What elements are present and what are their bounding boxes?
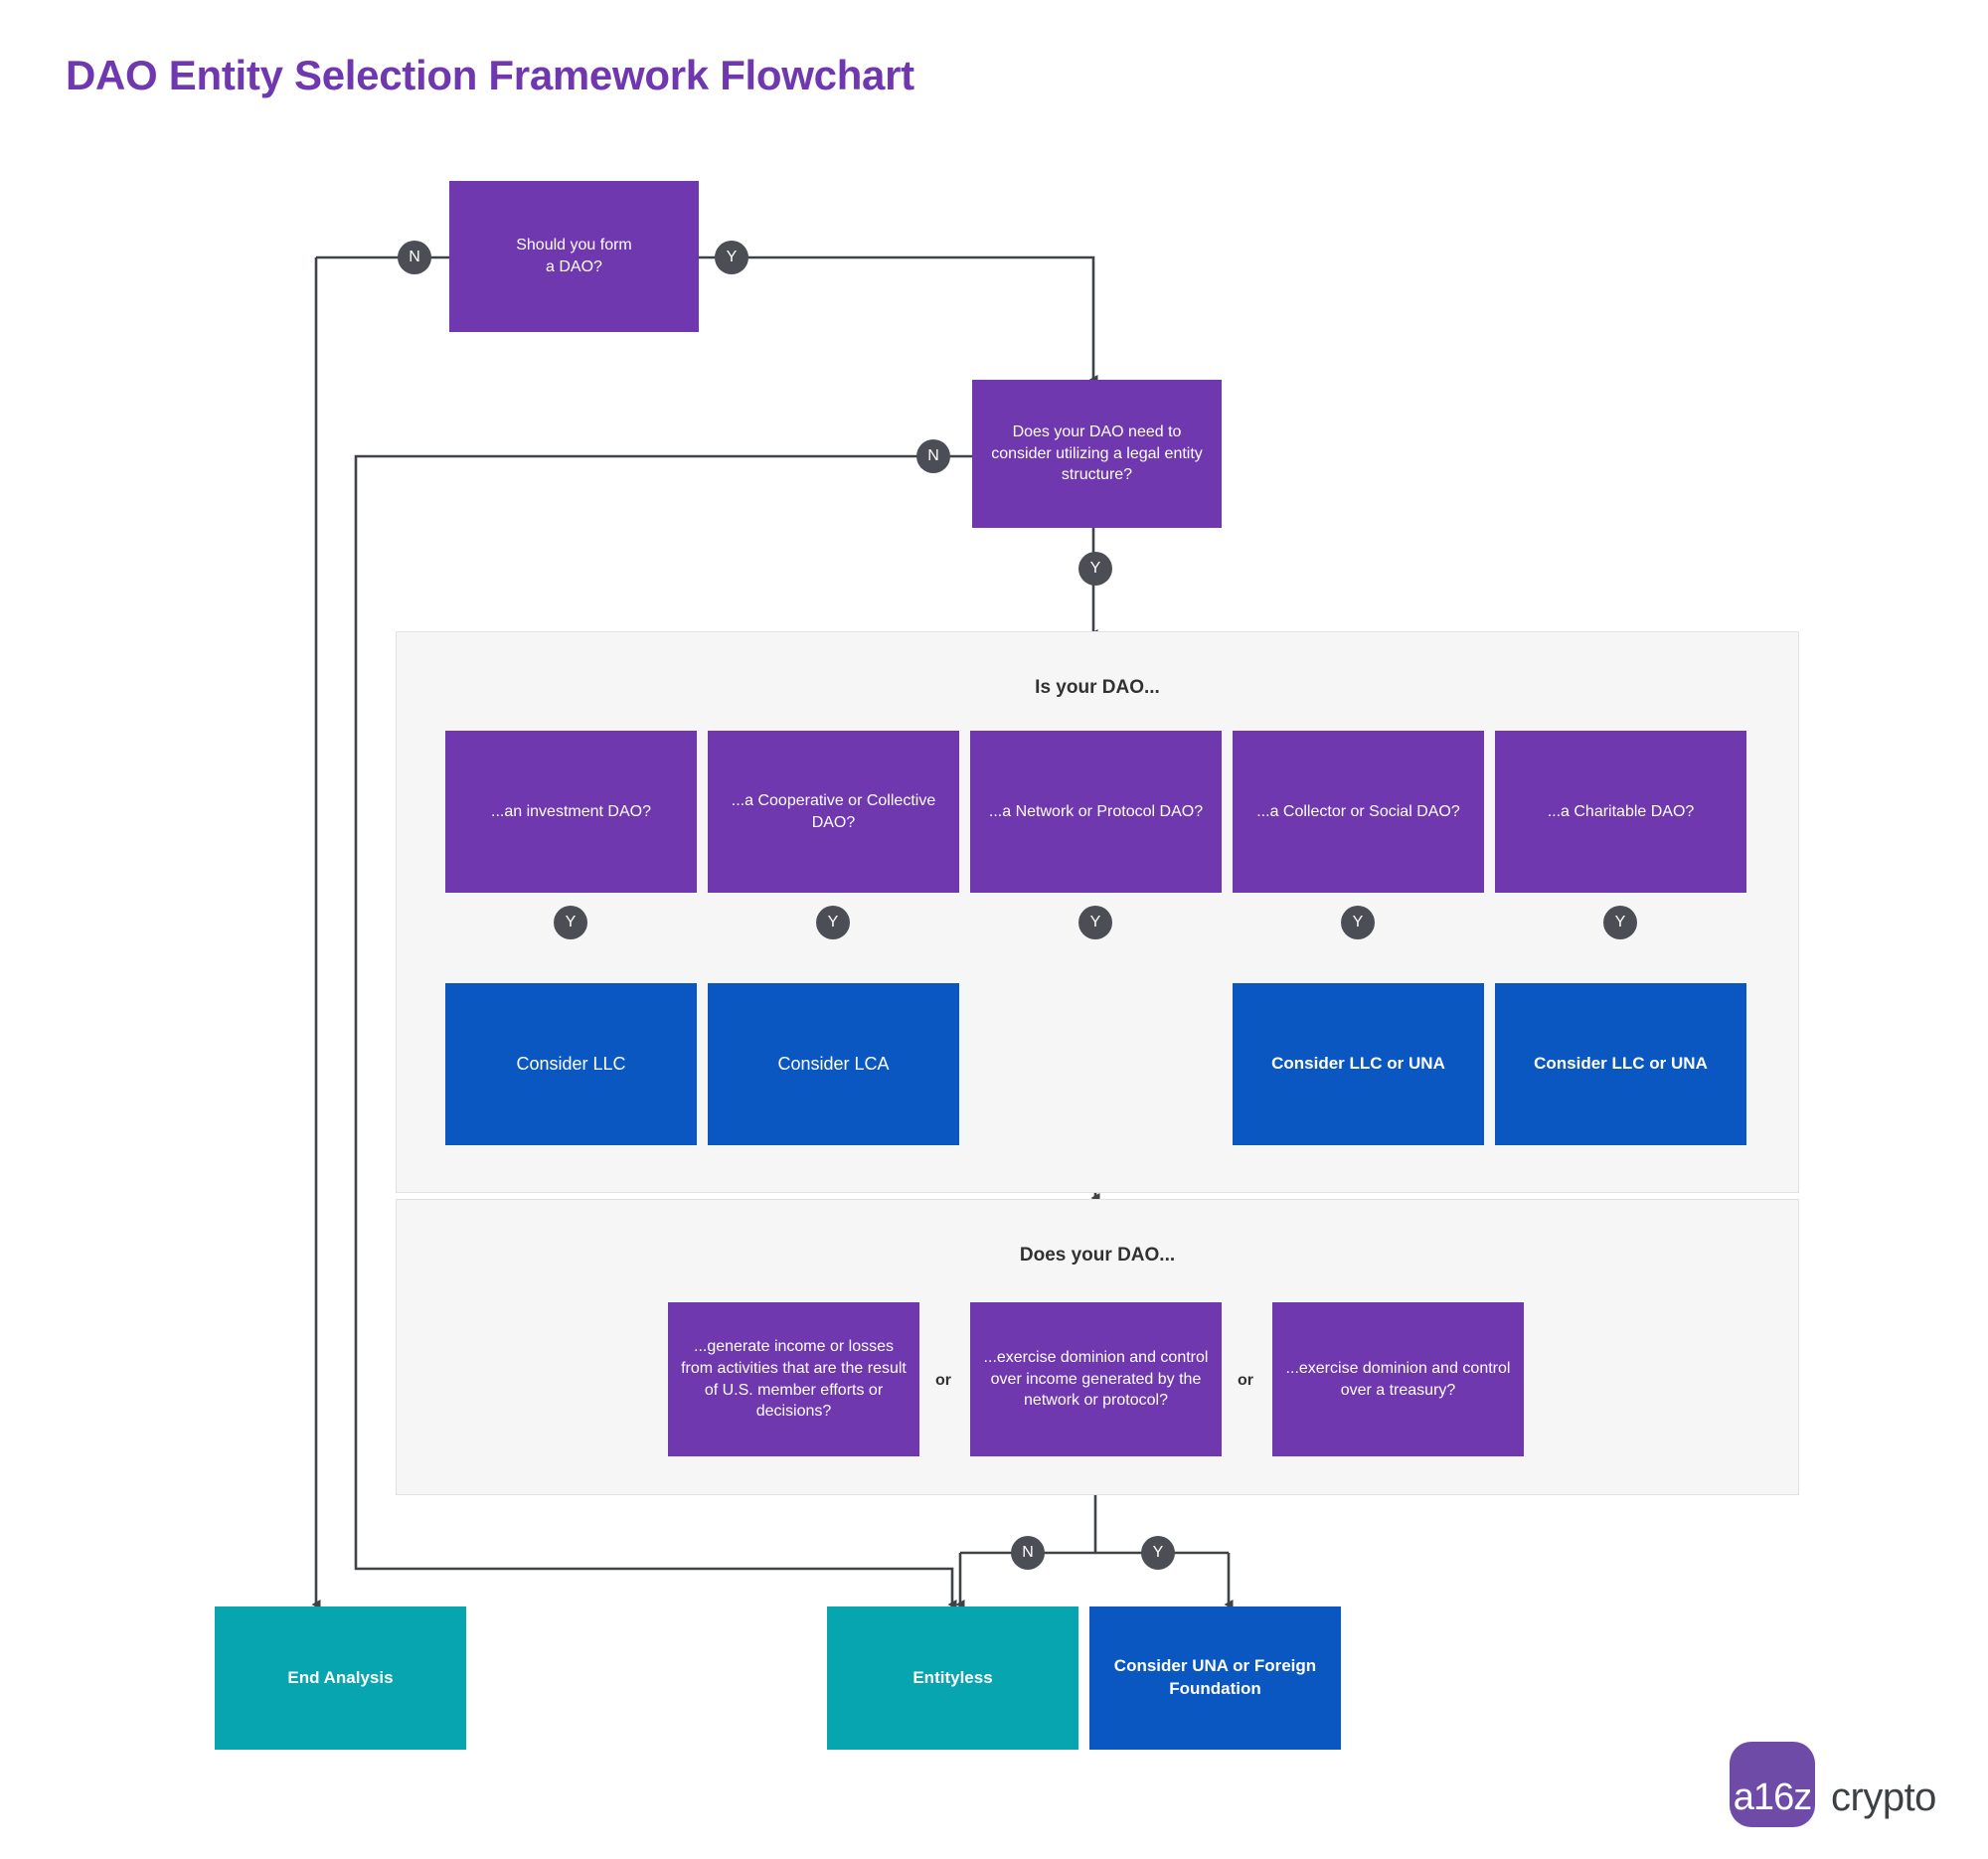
node-outcome-consider-lca[interactable]: Consider LCA xyxy=(708,983,959,1145)
node-question-dominion-income[interactable]: ...exercise dominion and control over in… xyxy=(970,1302,1222,1456)
node-outcome-consider-llc-una-charitable[interactable]: Consider LLC or UNA xyxy=(1495,983,1746,1145)
badge-final-no: N xyxy=(1011,1536,1045,1570)
badge-q3-yes: Y xyxy=(1078,906,1112,939)
a16z-badge-text: a16z xyxy=(1733,1775,1812,1818)
wire-legal-no xyxy=(354,454,972,1609)
node-label: Consider LLC xyxy=(516,1054,626,1075)
node-label: ...exercise dominion and control over a … xyxy=(1285,1359,1511,1399)
node-label: Should you form a DAO? xyxy=(516,237,632,275)
node-label: Consider LLC or UNA xyxy=(1271,1054,1445,1074)
node-end-analysis[interactable]: End Analysis xyxy=(215,1606,466,1750)
or-label-1: or xyxy=(935,1372,951,1389)
node-label: Entityless xyxy=(912,1667,993,1687)
node-legal-entity-question[interactable]: Does your DAO need to consider utilizing… xyxy=(972,380,1222,528)
node-should-you-form-dao[interactable]: Should you form a DAO? xyxy=(449,181,699,332)
a16z-badge-icon: a16z xyxy=(1730,1742,1815,1827)
node-label: ...a Charitable DAO? xyxy=(1547,802,1695,820)
node-question-network-dao[interactable]: ...a Network or Protocol DAO? xyxy=(970,731,1222,893)
badge-q4-yes: Y xyxy=(1341,906,1375,939)
node-consider-una-foreign-foundation[interactable]: Consider UNA or Foreign Foundation xyxy=(1089,1606,1341,1750)
badge-label: Y xyxy=(1614,914,1626,930)
node-outcome-consider-llc[interactable]: Consider LLC xyxy=(445,983,697,1145)
badge-start-no: N xyxy=(398,241,431,274)
node-question-collector-dao[interactable]: ...a Collector or Social DAO? xyxy=(1233,731,1484,893)
node-label: Consider LLC or UNA xyxy=(1534,1054,1708,1074)
badge-q2-yes: Y xyxy=(816,906,850,939)
badge-label: Y xyxy=(1089,560,1101,577)
node-question-dominion-treasury[interactable]: ...exercise dominion and control over a … xyxy=(1272,1302,1524,1456)
badge-legal-no: N xyxy=(916,439,950,473)
node-label: ...a Network or Protocol DAO? xyxy=(988,802,1204,820)
badge-label: Y xyxy=(1089,914,1101,930)
node-label: ...generate income or losses from activi… xyxy=(681,1338,907,1421)
badge-q5-yes: Y xyxy=(1603,906,1637,939)
node-question-cooperative-dao[interactable]: ...a Cooperative or Collective DAO? xyxy=(708,731,959,893)
badge-label: N xyxy=(1022,1544,1034,1561)
node-label: End Analysis xyxy=(287,1667,394,1687)
node-outcome-consider-llc-una-collector[interactable]: Consider LLC or UNA xyxy=(1233,983,1484,1145)
node-question-generate-income[interactable]: ...generate income or losses from activi… xyxy=(668,1302,919,1456)
badge-label: Y xyxy=(827,914,839,930)
node-label: ...a Cooperative or Collective DAO? xyxy=(731,791,936,831)
badge-final-yes: Y xyxy=(1141,1536,1175,1570)
crypto-wordmark: crypto xyxy=(1831,1774,1936,1819)
node-label: Consider LCA xyxy=(777,1054,890,1075)
badge-label: Y xyxy=(1352,914,1364,930)
badge-label: Y xyxy=(565,914,577,930)
badge-legal-yes: Y xyxy=(1078,552,1112,586)
badge-label: N xyxy=(927,447,939,464)
page-title: DAO Entity Selection Framework Flowchart xyxy=(66,52,914,98)
node-label: ...an investment DAO? xyxy=(491,802,651,820)
panel-is-your-dao-title: Is your DAO... xyxy=(1035,677,1160,698)
node-label: ...exercise dominion and control over in… xyxy=(983,1349,1209,1410)
badge-q1-yes: Y xyxy=(554,906,587,939)
or-label-2: or xyxy=(1238,1372,1253,1389)
node-question-charitable-dao[interactable]: ...a Charitable DAO? xyxy=(1495,731,1746,893)
badge-label: Y xyxy=(1152,1544,1164,1561)
node-label: ...a Collector or Social DAO? xyxy=(1256,802,1460,820)
a16z-crypto-logo: a16z crypto xyxy=(1730,1742,1936,1827)
badge-start-yes: Y xyxy=(715,241,748,274)
panel-does-your-dao-title: Does your DAO... xyxy=(1019,1245,1176,1266)
wire-start-yes xyxy=(699,255,1098,385)
node-question-investment-dao[interactable]: ...an investment DAO? xyxy=(445,731,697,893)
node-label: Consider UNA or Foreign Foundation xyxy=(1113,1656,1317,1698)
node-entityless[interactable]: Entityless xyxy=(827,1606,1078,1750)
badge-label: Y xyxy=(726,249,738,265)
badge-label: N xyxy=(409,249,420,265)
node-label: Does your DAO need to consider utilizing… xyxy=(991,423,1203,484)
